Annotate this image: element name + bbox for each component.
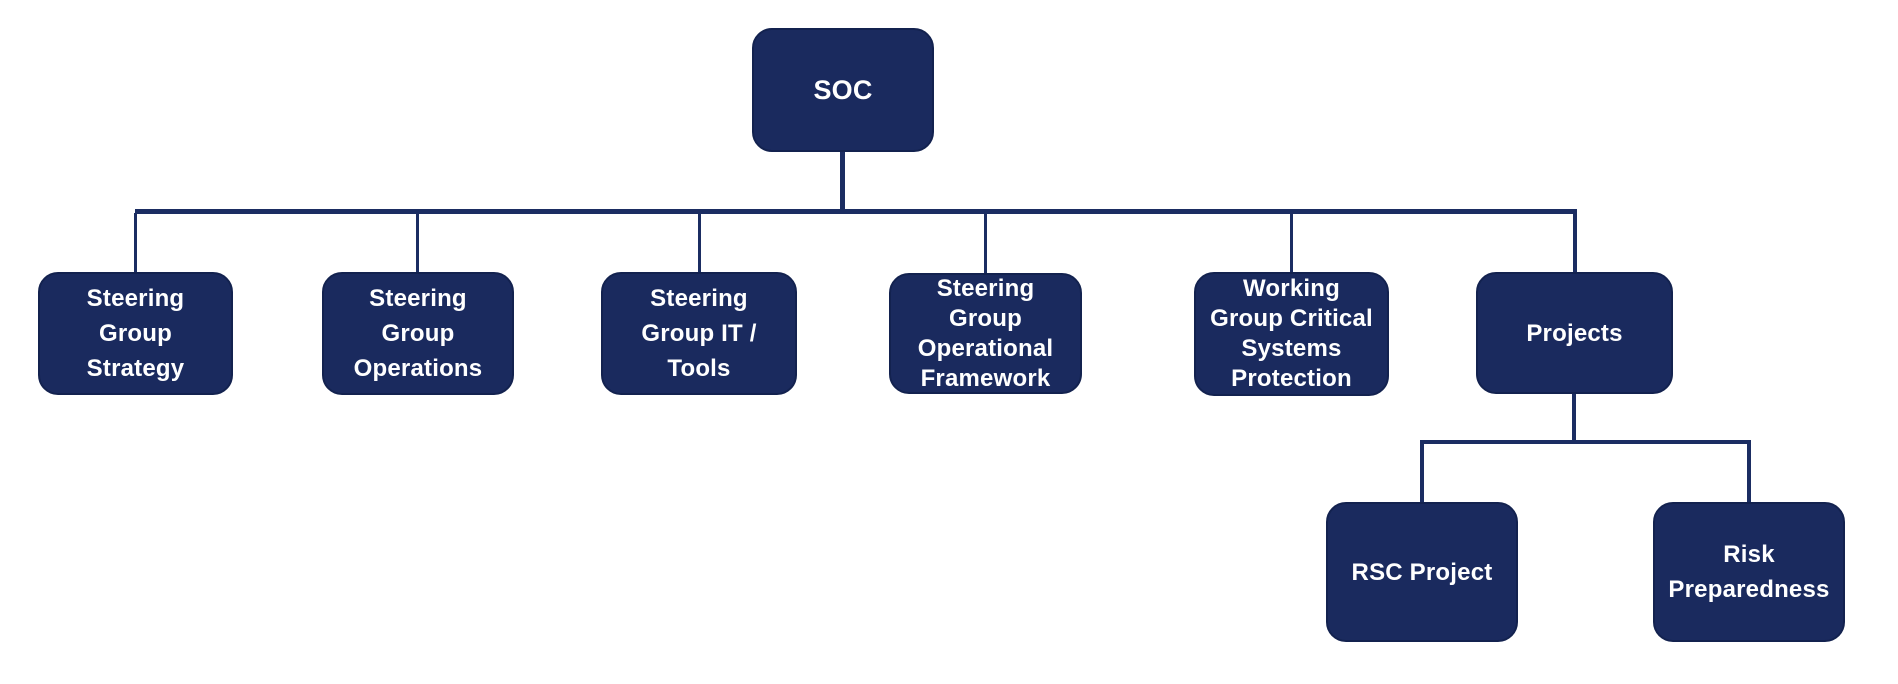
node-rsc-project: RSC Project bbox=[1326, 502, 1518, 642]
connector-drop-op-framework bbox=[984, 213, 987, 274]
connector-drop-rsc-project bbox=[1420, 444, 1424, 503]
connector-drop-operations bbox=[416, 213, 419, 274]
connector-main-bus bbox=[135, 209, 1577, 214]
node-steering-group-operational-framework: Steering Group Operational Framework bbox=[889, 273, 1082, 394]
node-steering-group-operations-label: Steering Group Operations bbox=[353, 285, 483, 382]
connector-drop-projects bbox=[1573, 213, 1577, 274]
node-rsc-project-label: RSC Project bbox=[1351, 558, 1493, 586]
node-risk-preparedness: Risk Preparedness bbox=[1653, 502, 1845, 642]
node-soc-label: SOC bbox=[813, 74, 873, 105]
connector-drop-risk-preparedness bbox=[1747, 444, 1751, 503]
node-steering-group-operational-framework-label: Steering Group Operational Framework bbox=[917, 274, 1054, 392]
connector-drop-critical-systems bbox=[1290, 213, 1293, 274]
connector-drop-strategy bbox=[134, 213, 137, 274]
node-steering-group-operations: Steering Group Operations bbox=[322, 272, 514, 395]
node-steering-group-it-tools-label: Steering Group IT / Tools bbox=[641, 285, 757, 382]
node-working-group-critical-systems-protection-label: Working Group Critical Systems Protectio… bbox=[1210, 275, 1373, 392]
connector-root-stub bbox=[840, 150, 845, 210]
node-soc: SOC bbox=[752, 28, 934, 152]
connector-drop-it-tools bbox=[698, 213, 701, 274]
node-steering-group-it-tools: Steering Group IT / Tools bbox=[601, 272, 797, 395]
node-risk-preparedness-label: Risk Preparedness bbox=[1668, 541, 1830, 603]
node-steering-group-strategy: Steering Group Strategy bbox=[38, 272, 233, 395]
connector-projects-stub bbox=[1572, 394, 1576, 442]
node-projects: Projects bbox=[1476, 272, 1673, 394]
connector-projects-bus bbox=[1420, 440, 1751, 444]
node-working-group-critical-systems-protection: Working Group Critical Systems Protectio… bbox=[1194, 272, 1389, 396]
node-projects-label: Projects bbox=[1526, 319, 1623, 347]
node-steering-group-strategy-label: Steering Group Strategy bbox=[86, 285, 185, 382]
